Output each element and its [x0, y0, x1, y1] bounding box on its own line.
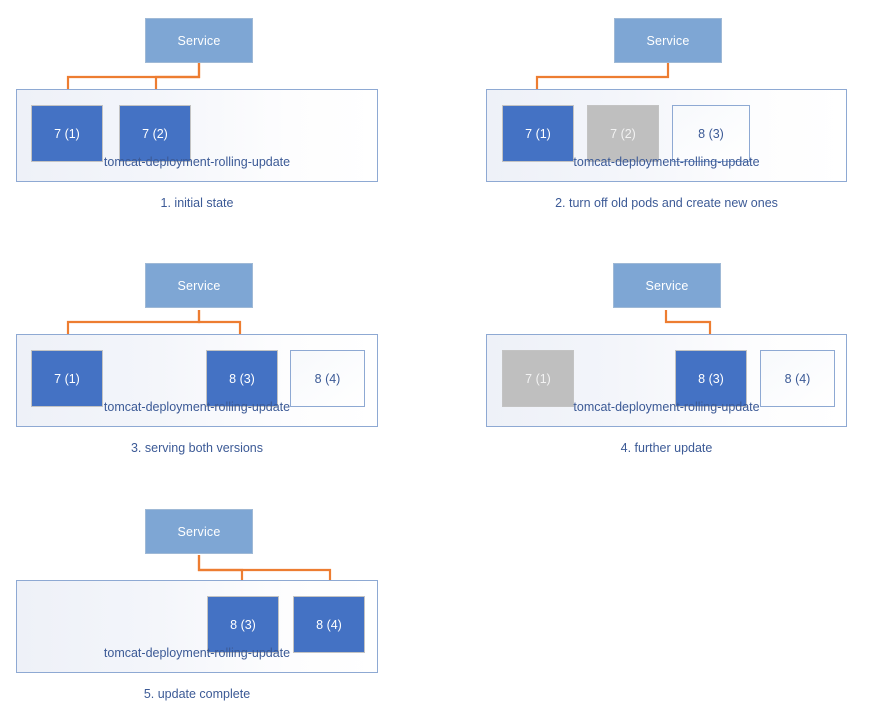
pod-7-1[interactable]: 7 (1): [502, 350, 574, 407]
service-node[interactable]: Service: [145, 509, 253, 554]
panel-caption-2: 2. turn off old pods and create new ones: [555, 196, 778, 210]
deployment-container[interactable]: 7 (1) 8 (3) 8 (4) tomcat-deployment-roll…: [486, 334, 847, 427]
pod-8-3[interactable]: 8 (3): [207, 596, 279, 653]
pod-7-1[interactable]: 7 (1): [31, 350, 103, 407]
deployment-container[interactable]: 8 (3) 8 (4) tomcat-deployment-rolling-up…: [16, 580, 378, 673]
pod-8-3[interactable]: 8 (3): [675, 350, 747, 407]
pod-8-3[interactable]: 8 (3): [206, 350, 278, 407]
panel-caption-5: 5. update complete: [143, 687, 251, 701]
deployment-name-label: tomcat-deployment-rolling-update: [103, 155, 291, 169]
pod-8-4[interactable]: 8 (4): [760, 350, 835, 407]
panel-caption-3: 3. serving both versions: [130, 441, 263, 455]
pod-8-3[interactable]: 8 (3): [672, 105, 750, 162]
deployment-container[interactable]: 7 (1) 7 (2) tomcat-deployment-rolling-up…: [16, 89, 378, 182]
panel-caption-4: 4. further update: [620, 441, 713, 455]
pod-7-2[interactable]: 7 (2): [587, 105, 659, 162]
pod-8-4[interactable]: 8 (4): [290, 350, 365, 407]
service-node[interactable]: Service: [614, 18, 722, 63]
pod-7-1[interactable]: 7 (1): [502, 105, 574, 162]
pod-8-4[interactable]: 8 (4): [293, 596, 365, 653]
service-node[interactable]: Service: [145, 263, 253, 308]
service-node[interactable]: Service: [613, 263, 721, 308]
deployment-container[interactable]: 7 (1) 8 (3) 8 (4) tomcat-deployment-roll…: [16, 334, 378, 427]
service-node[interactable]: Service: [145, 18, 253, 63]
deployment-name-label: tomcat-deployment-rolling-update: [103, 646, 291, 660]
deployment-name-label: tomcat-deployment-rolling-update: [573, 155, 760, 169]
deployment-name-label: tomcat-deployment-rolling-update: [573, 400, 760, 414]
deployment-container[interactable]: 7 (1) 7 (2) 8 (3) tomcat-deployment-roll…: [486, 89, 847, 182]
pod-7-2[interactable]: 7 (2): [119, 105, 191, 162]
panel-caption-1: 1. initial state: [160, 196, 234, 210]
deployment-name-label: tomcat-deployment-rolling-update: [103, 400, 291, 414]
pod-7-1[interactable]: 7 (1): [31, 105, 103, 162]
